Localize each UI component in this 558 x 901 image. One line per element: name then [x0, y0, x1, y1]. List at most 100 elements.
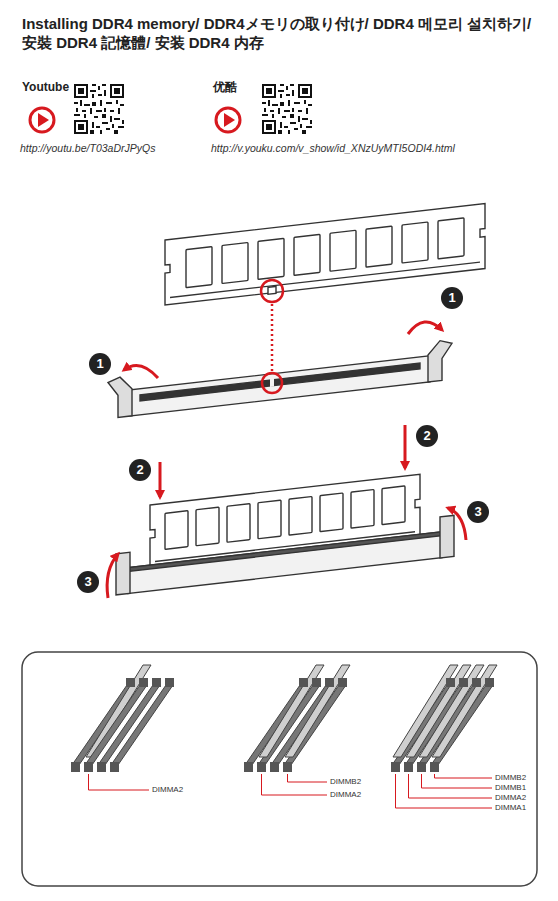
dimm-slot [116, 552, 130, 595]
open-clip-arrow [124, 366, 158, 379]
notch-marker [261, 280, 283, 393]
memory-module [351, 489, 374, 528]
dimm-slots [71, 678, 174, 772]
memory-module [294, 234, 320, 275]
memory-module [165, 511, 188, 550]
dimm-slots [71, 665, 174, 772]
dimm-slots [432, 665, 497, 757]
press-arrow [404, 425, 407, 468]
memory-module [227, 504, 250, 543]
notch-marker [262, 373, 282, 393]
callout-circle [416, 425, 438, 447]
panel-frame [22, 652, 537, 886]
open-clip-arrow [124, 322, 442, 378]
dimm-slots [165, 678, 174, 687]
slot-name: DIMMB1 [495, 783, 526, 793]
play-icon [30, 108, 240, 132]
callout-circle [129, 459, 151, 481]
slot-name: DIMMB2 [495, 773, 526, 783]
dimm-slots [84, 762, 93, 772]
callout-circle [441, 287, 463, 309]
leader-line [422, 774, 493, 788]
dimm-slot [130, 356, 430, 416]
dimm-slots [417, 762, 426, 772]
close-clip-arrow [107, 508, 466, 598]
play-icon [224, 113, 235, 127]
dimm-slots [152, 678, 161, 687]
title: Installing DDR4 memory/ DDR4メモリの取り付け/ DD… [22, 14, 537, 52]
memory-module [382, 486, 405, 525]
dimm-slots [325, 678, 334, 687]
memory-module [330, 230, 356, 271]
dimm-slots [338, 678, 347, 687]
callout-number: 2 [416, 425, 438, 447]
notch-marker [261, 280, 283, 302]
video-url: http://v.youku.com/v_show/id_XNzUyMTI5OD… [211, 142, 455, 155]
dimm-slot [128, 532, 442, 594]
leader-line [89, 774, 493, 808]
play-icon [38, 113, 49, 127]
slot-name: DIMMA2 [495, 793, 526, 803]
dimm-slots [111, 685, 173, 765]
dimm-slots [98, 685, 160, 765]
leader-line [262, 774, 328, 795]
memory-module [186, 247, 212, 288]
dimm-slot [116, 515, 454, 595]
callout-circle [77, 571, 99, 593]
dimm-slots [391, 665, 497, 772]
memory-module [222, 243, 248, 284]
dimm-slots [391, 678, 494, 772]
play-icon [216, 108, 240, 132]
dimm-slot [140, 363, 420, 401]
dimm-slots [430, 762, 439, 772]
leader-line [396, 774, 493, 808]
callout-number: 2 [129, 459, 151, 481]
video-site-name: Youtube [22, 80, 69, 95]
dimm-slots [404, 762, 413, 772]
notch-marker [271, 304, 274, 371]
dimm-slots [257, 762, 266, 772]
memory-module [366, 226, 392, 267]
leader-line [435, 774, 493, 778]
qr-code [262, 84, 312, 134]
callout-circle [77, 287, 489, 593]
memory-module [165, 204, 485, 305]
callout-circle [89, 353, 111, 375]
press-arrow [160, 425, 405, 497]
memory-module [320, 493, 343, 532]
leader-line [288, 774, 328, 782]
leader-line [409, 774, 493, 798]
slot-name: DIMMA2 [330, 790, 361, 800]
slot-name: DIMMA1 [495, 803, 526, 813]
dimm-slots [270, 762, 279, 772]
slot-name: DIMMA2 [152, 785, 183, 795]
dimm-slots [312, 678, 321, 687]
play-icon [38, 113, 235, 127]
video-url: http://youtu.be/T03aDrJPyQs [20, 142, 155, 155]
press-arrow [159, 462, 162, 497]
callout-number: 1 [441, 287, 463, 309]
dimm-slots [391, 762, 400, 772]
dimm-slot [108, 376, 132, 419]
memory-module [268, 286, 276, 294]
dimm-slots [97, 762, 106, 772]
play-icon [30, 108, 54, 132]
memory-module [196, 507, 219, 546]
dimm-slot [428, 339, 452, 382]
dimm-slots [485, 678, 494, 687]
slot-name: DIMMB2 [330, 777, 361, 787]
qr-code [74, 84, 124, 134]
memory-module [289, 497, 312, 536]
dimm-slots [446, 678, 455, 687]
video-site-name: 优酷 [213, 80, 237, 95]
memory-module [170, 262, 480, 297]
dimm-slot [270, 379, 274, 387]
callout-circle [467, 501, 489, 523]
dimm-slots [472, 678, 481, 687]
memory-module [258, 238, 284, 279]
memory-module [438, 218, 464, 259]
dimm-slots [139, 678, 148, 687]
dimm-slot [108, 339, 452, 418]
